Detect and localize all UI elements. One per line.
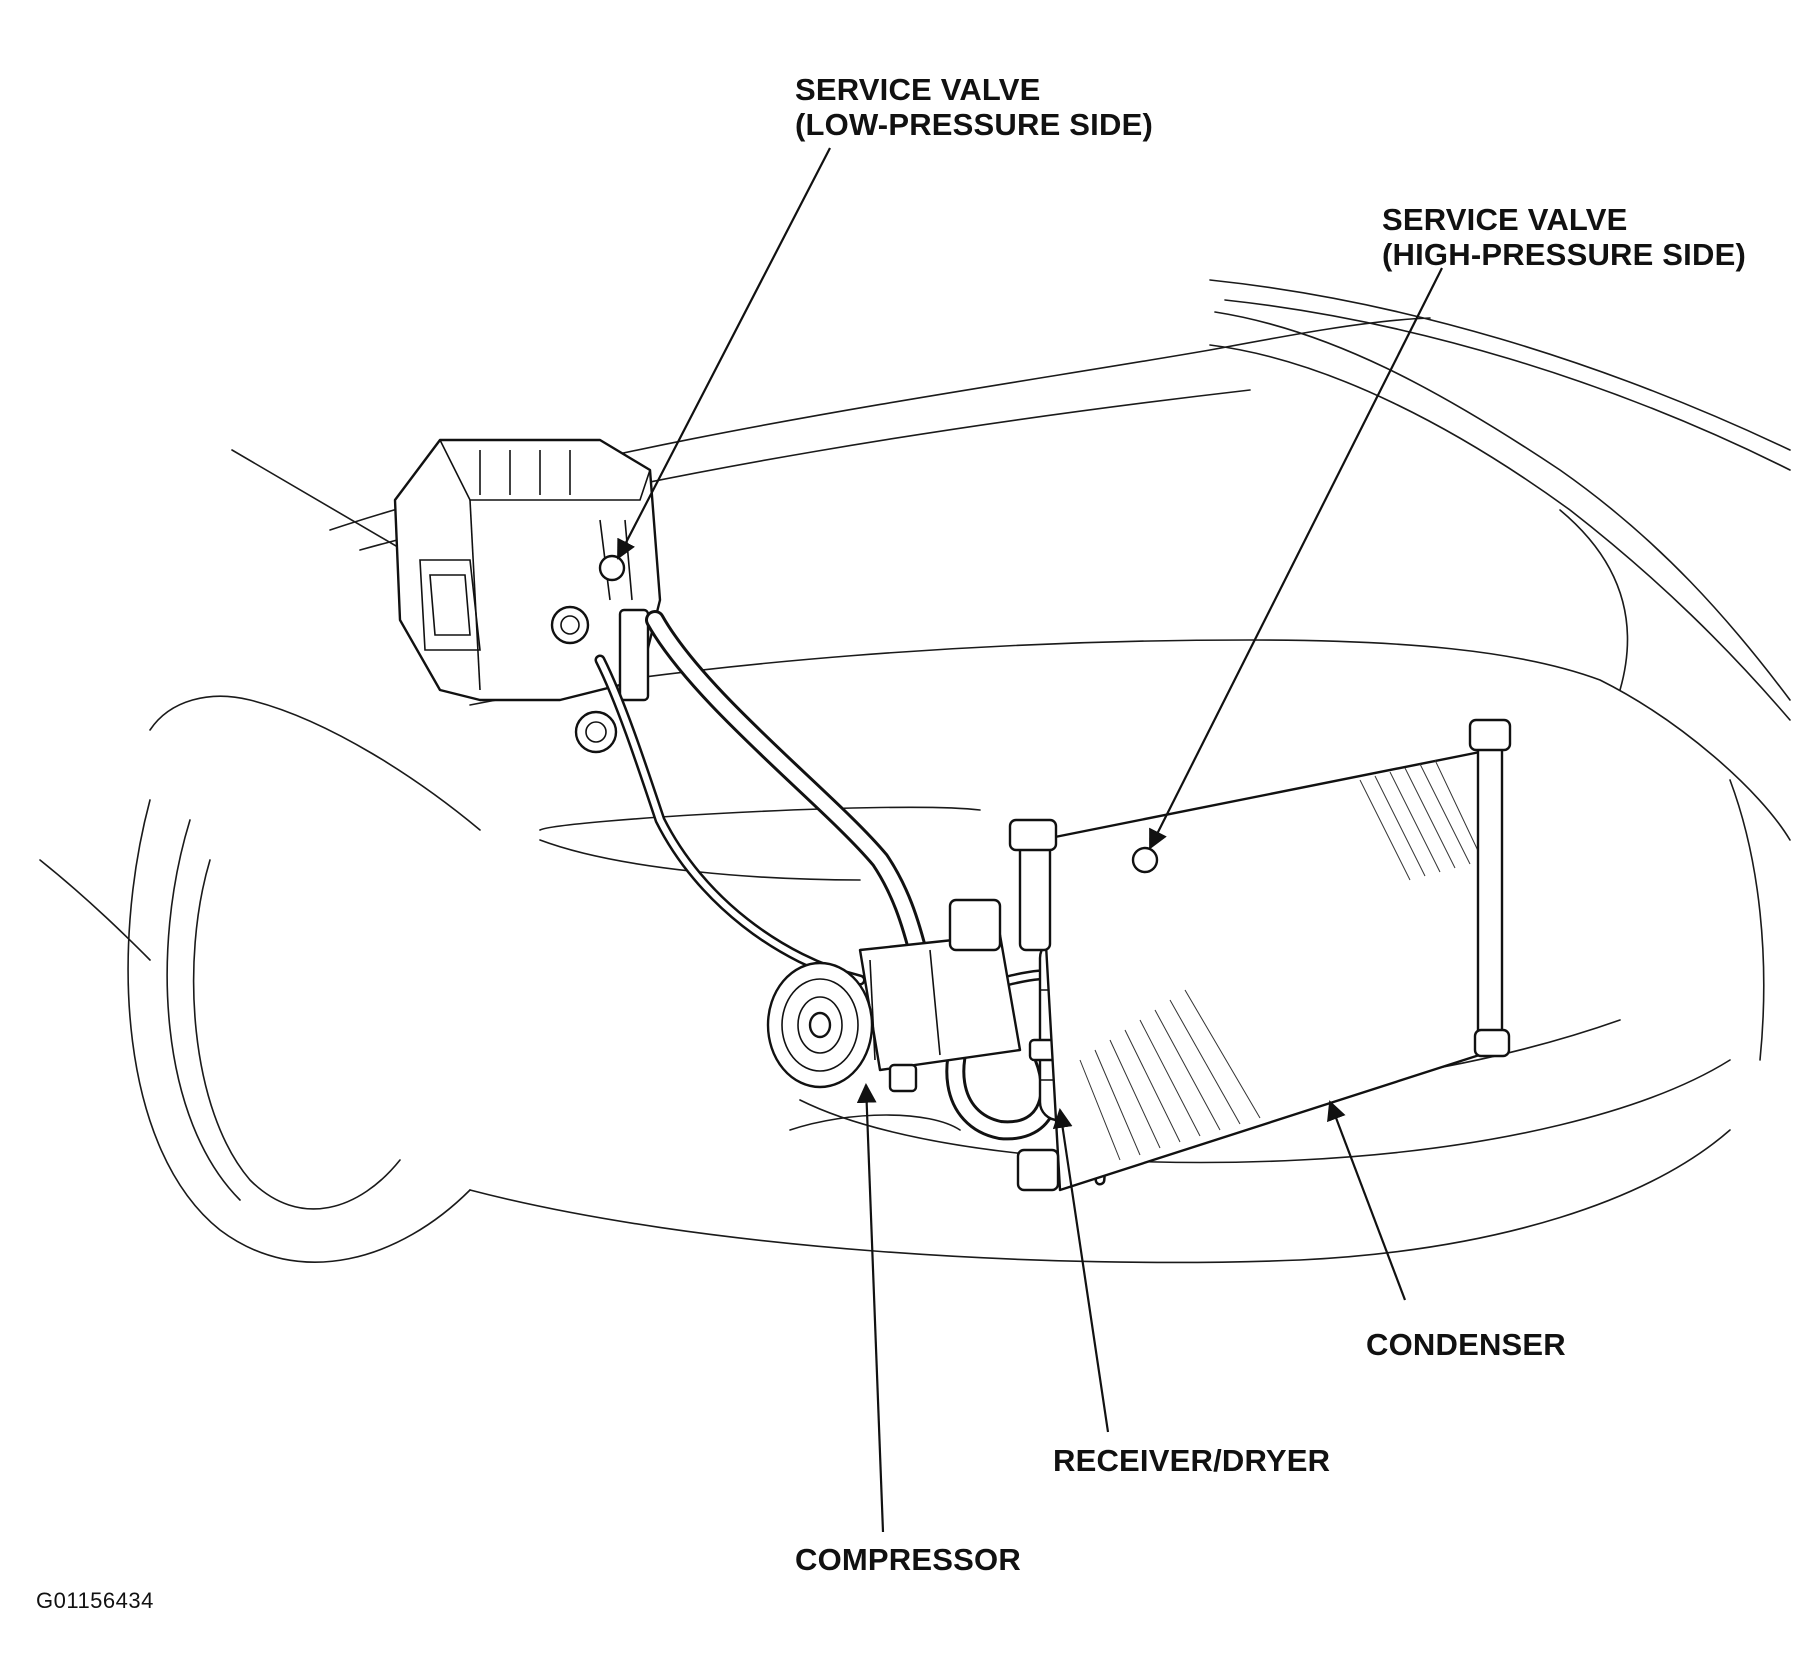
figure-id: G01156434 — [36, 1588, 154, 1613]
front-bumper-lower — [799, 1059, 1731, 1164]
headlight-left — [539, 806, 981, 831]
wheel-inner — [192, 859, 401, 1210]
label-compressor: COMPRESSOR — [795, 1542, 1021, 1577]
leader-compressor — [856, 1083, 885, 1533]
label-condenser: CONDENSER — [1366, 1327, 1566, 1362]
leader-condenser — [1327, 1100, 1407, 1301]
hood-line-upper-2 — [1209, 344, 1791, 721]
label-service-valve-high-line1: SERVICE VALVE — [1382, 202, 1628, 237]
windshield-top — [1209, 279, 1791, 451]
label-receiver-dryer: RECEIVER/DRYER — [1053, 1443, 1331, 1478]
fender-arch-outer — [39, 859, 151, 961]
fender-top — [149, 695, 481, 831]
windshield-top-2 — [1224, 299, 1791, 471]
hood-line-upper — [1214, 311, 1791, 701]
valance — [789, 1114, 961, 1131]
condenser — [598, 554, 1512, 1192]
leader-receiver-dryer — [1052, 1108, 1110, 1433]
headlight-right — [1559, 509, 1629, 691]
leader-service-valve-high — [1149, 267, 1443, 850]
car-body-outline — [39, 279, 1791, 1264]
compressor — [766, 898, 1022, 1093]
bumper-side — [1729, 779, 1765, 1061]
label-service-valve-low-line2: (LOW-PRESSURE SIDE) — [795, 107, 1153, 142]
front-bumper-edge — [469, 1129, 1731, 1264]
condenser-fins — [1079, 759, 1481, 1161]
label-service-valve-low-line1: SERVICE VALVE — [795, 72, 1041, 107]
label-service-valve-low: SERVICE VALVE (LOW-PRESSURE SIDE) — [795, 72, 1153, 142]
tire-tread — [166, 819, 241, 1201]
label-service-valve-high-line2: (HIGH-PRESSURE SIDE) — [1382, 237, 1746, 272]
evaporator-unit — [393, 438, 662, 754]
label-service-valve-high: SERVICE VALVE (HIGH-PRESSURE SIDE) — [1382, 202, 1746, 272]
wheel-outer — [127, 799, 471, 1263]
leader-service-valve-low — [617, 147, 831, 560]
leader-lines — [617, 147, 1443, 1533]
hood-front-edge — [469, 639, 1791, 841]
windshield-edge — [231, 449, 421, 561]
